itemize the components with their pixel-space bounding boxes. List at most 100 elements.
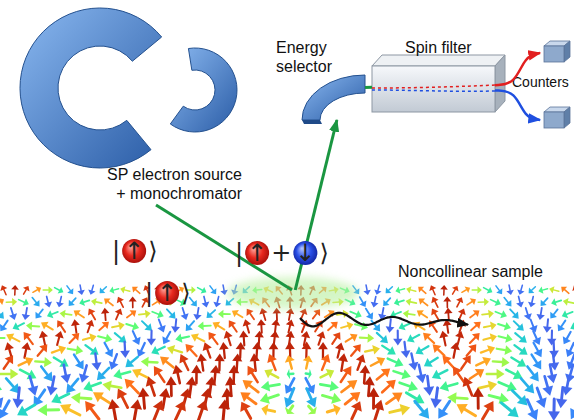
spin-arrow-head — [496, 288, 502, 294]
spin-arrow-shaft — [218, 326, 224, 330]
spin-arrow-shaft — [313, 314, 317, 319]
spin-arrow-head — [129, 296, 137, 301]
spin-arrow-shaft — [246, 287, 250, 291]
spin-arrow-head — [456, 297, 463, 303]
spin-arrow-head — [430, 398, 441, 408]
spin-arrow-head — [505, 300, 511, 307]
spin-arrow-shaft — [57, 337, 59, 345]
spin-arrow-shaft — [509, 285, 510, 290]
spin-arrow-head — [562, 386, 573, 396]
spin-arrow-shaft — [223, 409, 224, 420]
spin-arrow-shaft — [290, 372, 294, 375]
spin-arrow-head — [89, 333, 96, 342]
spin-arrow-shaft — [288, 325, 290, 332]
selector-edge — [302, 120, 322, 124]
spin-arrow-shaft — [290, 361, 292, 368]
spin-arrow-head — [55, 331, 64, 338]
spin-arrow-shaft — [269, 384, 279, 386]
spin-arrow-shaft — [386, 298, 390, 302]
spin-arrow-shaft — [84, 300, 90, 302]
spin-arrow-head — [458, 320, 466, 327]
spin-arrow-shaft — [375, 409, 379, 420]
spin-arrow-shaft — [565, 290, 569, 294]
spin-arrow-head — [401, 369, 410, 379]
spin-arrow-shaft — [116, 313, 119, 319]
cube-front — [544, 46, 564, 62]
spin-arrow-head — [39, 331, 48, 339]
spin-arrow-shaft — [551, 331, 553, 339]
spin-arrow-head — [197, 353, 207, 361]
node-label: Energy selector — [276, 38, 340, 76]
spin-arrow-shaft — [104, 313, 106, 320]
spin-arrow-shaft — [186, 289, 191, 291]
spin-arrow-shaft — [546, 319, 549, 326]
spin-arrow-head — [353, 344, 361, 352]
spin-arrow-head — [151, 346, 159, 355]
spin-arrow-head — [367, 333, 374, 342]
spin-arrow-head — [432, 370, 441, 379]
spin-arrow-head — [74, 310, 81, 317]
spin-arrow-head — [180, 299, 186, 306]
spin-arrow-head — [507, 381, 517, 391]
spin-arrow-head — [23, 286, 30, 292]
spin-arrow-head — [468, 344, 476, 352]
filter-front-face — [372, 66, 495, 112]
spin-arrow-shaft — [554, 309, 558, 314]
spin-arrow-shaft — [355, 324, 362, 326]
spin-arrow-shaft — [290, 378, 295, 386]
spin-arrow-head — [387, 346, 396, 354]
spin-arrow-shaft — [229, 385, 232, 396]
spin-arrow-shaft — [521, 378, 528, 387]
spin-arrow-head — [550, 312, 557, 319]
spin-arrow-shaft — [114, 354, 117, 363]
spin-arrow-head — [504, 322, 511, 330]
spin-arrow-head — [97, 371, 106, 380]
spin-arrow-shaft — [552, 342, 555, 351]
spin-arrow-head — [27, 370, 37, 379]
node-outline — [0, 290, 574, 420]
spin-arrow-head — [381, 369, 390, 378]
cube-top — [544, 41, 570, 46]
spin-arrow-head — [154, 366, 163, 376]
spin-arrow-head — [442, 356, 451, 365]
spin-arrow-head — [298, 297, 306, 303]
spin-arrow-shaft — [20, 370, 29, 375]
spin-arrow-head — [438, 408, 448, 419]
spin-arrow-head — [368, 388, 379, 397]
spin-arrow-shaft — [98, 336, 106, 338]
spin-arrow-shaft — [341, 361, 343, 371]
spin-arrow-shaft — [133, 331, 136, 339]
spin-arrow-shaft — [534, 343, 538, 351]
spin-arrow-head — [39, 344, 47, 352]
spin-arrow-head — [9, 313, 17, 320]
spin-arrow-head — [51, 393, 61, 403]
spin-arrow-shaft — [389, 287, 393, 291]
electron-source: SP electron source + monochromator — [15, 5, 243, 205]
spin-arrow-head — [44, 357, 52, 367]
spin-arrow-shaft — [232, 325, 236, 331]
spin-up-trajectory — [372, 85, 495, 88]
spin-arrow-head — [153, 400, 164, 411]
spin-arrow-shaft — [276, 313, 278, 320]
spin-arrow-head — [255, 331, 264, 338]
spin-arrow-shaft — [467, 302, 472, 305]
spin-arrow-shaft — [254, 361, 257, 371]
spin-arrow-head — [364, 376, 375, 385]
spin-arrow-head — [487, 345, 495, 354]
spin-arrow-shaft — [484, 288, 489, 291]
spin-arrow-head — [330, 381, 339, 392]
spin-arrow-shaft — [271, 374, 279, 378]
spin-arrow-head — [171, 326, 180, 332]
spin-arrow-head — [132, 369, 142, 378]
spin-arrow-head — [371, 302, 379, 308]
spin-arrow-shaft — [496, 286, 499, 291]
spin-arrow-shaft — [483, 409, 489, 419]
spin-arrow-shaft — [273, 337, 276, 345]
spin-arrow-shaft — [521, 285, 523, 290]
spin-arrow-shaft — [489, 395, 500, 398]
spin-arrow-shaft — [223, 349, 226, 358]
spin-arrow-shaft — [290, 290, 292, 295]
spin-arrow-shaft — [478, 301, 484, 303]
spin-arrow-head — [549, 286, 554, 293]
spin-arrow-head — [240, 392, 250, 402]
